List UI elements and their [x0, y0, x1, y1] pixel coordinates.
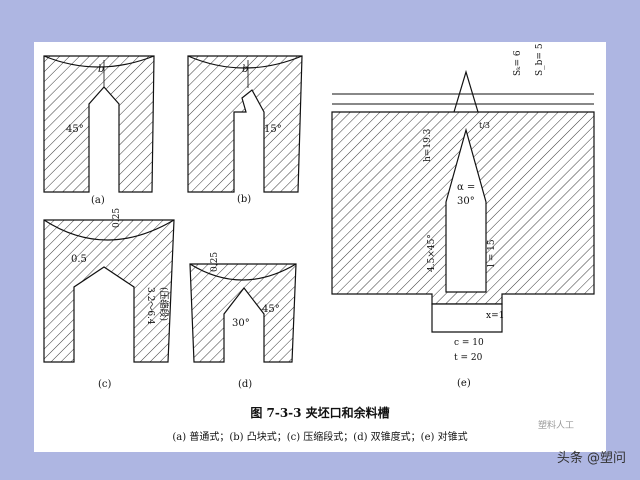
- dim-l: l = 15: [487, 239, 497, 267]
- dim-t: t = 20: [454, 353, 483, 363]
- dim-note: (压缩段): [158, 287, 170, 321]
- angle-label: 45°: [66, 124, 84, 135]
- dim-chamfer: 4.5×45°: [427, 234, 437, 272]
- figure-label-d: (d): [238, 379, 252, 390]
- technical-diagram: b 45° (a) b 15° (b) 0.25 0.5 3.2～6.4 (压: [43, 43, 595, 390]
- label-b: b: [242, 64, 248, 75]
- angle-label: 15°: [264, 124, 282, 135]
- figure-sheet: b 45° (a) b 15° (b) 0.25 0.5 3.2～6.4 (压: [34, 42, 606, 452]
- alpha-label: α =: [457, 182, 475, 193]
- diagram-e: Sₖ= 6 S_b= 5 h=19.3 α = 30° 4.5×45° l = …: [331, 43, 595, 389]
- figure-label-b: (b): [237, 194, 251, 205]
- dim-025: 0.25: [112, 208, 122, 228]
- diagram-b: b 15° (b): [187, 55, 303, 205]
- faint-watermark: 塑料人工: [538, 421, 575, 431]
- dim-025: 0.25: [210, 252, 220, 272]
- figure-label-a: (a): [91, 195, 105, 206]
- angle-45: 45°: [262, 304, 280, 315]
- figure-label-c: (c): [98, 379, 112, 390]
- dim-sk: Sₖ= 6: [513, 50, 523, 76]
- dim-sb: S_b= 5: [535, 43, 545, 76]
- angle-30: 30°: [232, 318, 250, 329]
- diagram-c: 0.25 0.5 3.2～6.4 (压缩段) (c): [43, 208, 175, 390]
- dim-05: 0.5: [71, 254, 87, 265]
- dim-small: t/3: [479, 121, 490, 130]
- watermark: 头条 @塑问: [556, 451, 626, 466]
- figure-subtitle: (a) 普通式；(b) 凸块式；(c) 压缩段式；(d) 双锥度式；(e) 对锥…: [172, 432, 468, 443]
- diagram-d: 0.25 30° 45° (d): [189, 252, 297, 390]
- dim-c: c = 10: [454, 338, 484, 348]
- figure-title: 图 7-3-3 夹坯口和余料槽: [250, 406, 390, 420]
- label-b: b: [98, 64, 104, 75]
- dim-range: 3.2～6.4: [145, 287, 155, 325]
- dim-h: h=19.3: [423, 128, 433, 162]
- alpha-value: 30°: [457, 196, 475, 207]
- dim-x: x=1: [486, 311, 504, 321]
- diagram-a: b 45° (a): [43, 55, 155, 206]
- figure-label-e: (e): [457, 378, 471, 389]
